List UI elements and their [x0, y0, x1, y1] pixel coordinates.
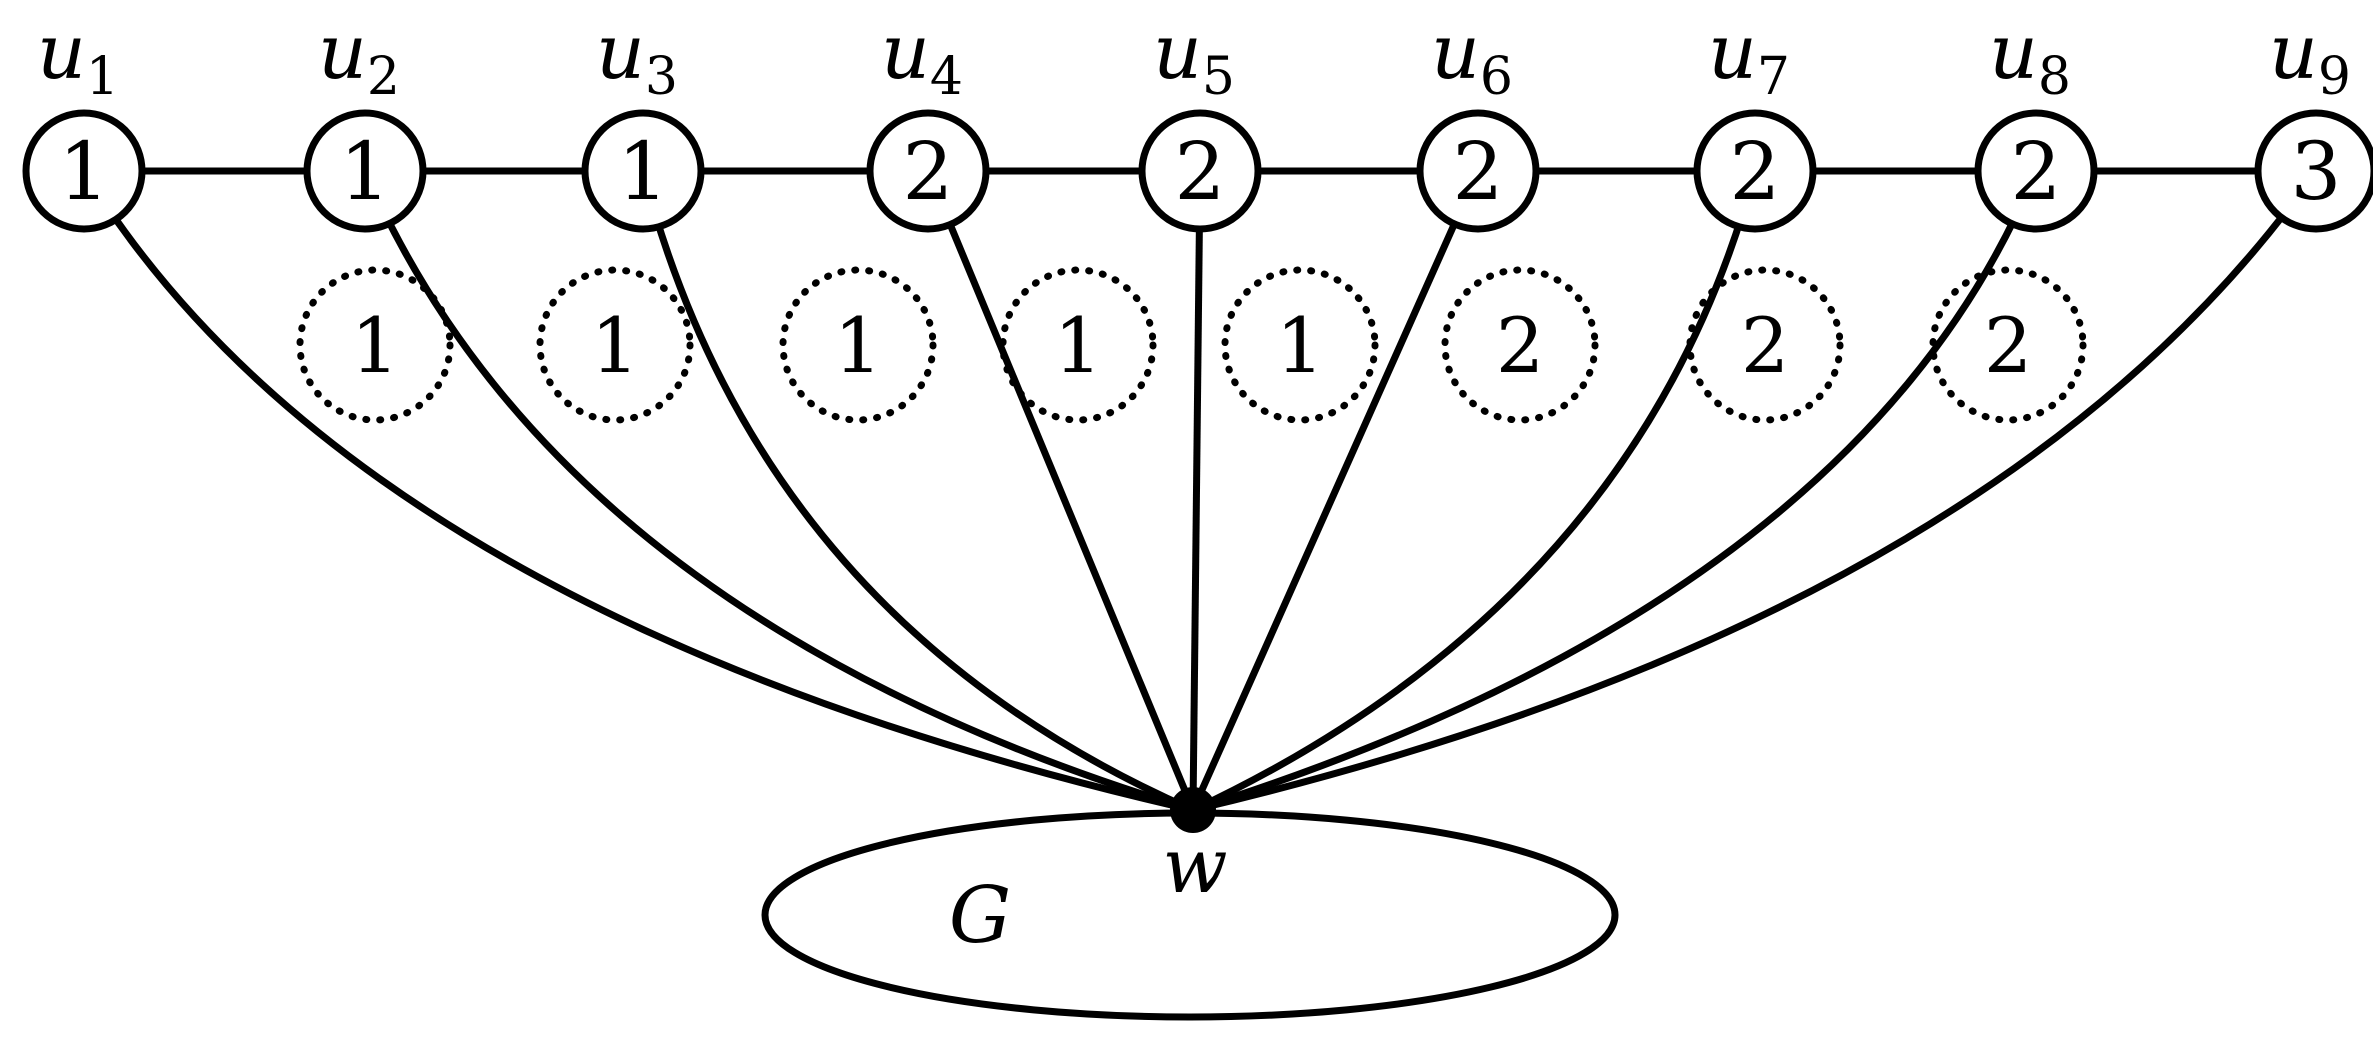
vertex-label: u1	[37, 7, 119, 107]
vertex-u7	[1693, 109, 1817, 233]
face-value: 1	[591, 301, 639, 390]
face-marker	[1686, 266, 1844, 424]
vertex-u3	[581, 109, 705, 233]
face-marker	[779, 266, 937, 424]
vertex-value: 2	[1175, 125, 1226, 218]
face-marker	[536, 266, 694, 424]
edge-u5-w	[1189, 170, 1204, 811]
face-value: 2	[1984, 301, 2032, 390]
face-marker	[1441, 266, 1599, 424]
hub-vertex	[1170, 787, 1216, 833]
edge-u8-w	[1191, 169, 2040, 814]
graph-label: G	[949, 871, 1011, 961]
face-value: 1	[351, 301, 399, 390]
vertex-label: u7	[1708, 7, 1790, 107]
vertex-label: u2	[318, 7, 400, 107]
face-value: 1	[1054, 301, 1102, 390]
edge-u1-w	[81, 169, 1194, 814]
vertex-value: 1	[59, 125, 110, 218]
face-marker	[999, 266, 1157, 424]
vertex-value: 2	[1453, 125, 1504, 218]
vertex-label: u3	[596, 7, 678, 107]
vertex-value: 3	[2291, 125, 2342, 218]
face-value: 2	[1496, 301, 1544, 390]
face-value: 1	[1276, 301, 1324, 390]
edge-u9-w	[1192, 168, 2319, 814]
edge-u7-w	[1191, 170, 1759, 814]
edge-u2-w	[361, 169, 1195, 814]
edges-to-hub	[81, 168, 2319, 814]
vertex-value: 2	[903, 125, 954, 218]
face-marker	[1221, 266, 1379, 424]
edge-u6-w	[1189, 169, 1482, 812]
vertex-u9	[2254, 109, 2373, 233]
vertex-label: u9	[2269, 7, 2351, 107]
vertex-u6	[1416, 109, 1540, 233]
face-markers: 1 1 1 1 1 2 2 2	[296, 266, 2087, 424]
vertex-label: u5	[1153, 7, 1235, 107]
vertex-u2	[303, 109, 427, 233]
edge-u3-w	[639, 170, 1195, 814]
face-value: 2	[1741, 301, 1789, 390]
vertex-u8	[1974, 109, 2098, 233]
vertex-u4	[866, 109, 990, 233]
face-value: 1	[834, 301, 882, 390]
vertex-value: 2	[1730, 125, 1781, 218]
vertex-label: u6	[1431, 7, 1513, 107]
vertex-label: u8	[1989, 7, 2071, 107]
face-marker	[296, 266, 454, 424]
vertex-u5	[1138, 109, 1262, 233]
vertex-value: 1	[340, 125, 391, 218]
path-vertices: 1 u1 1 u2 1 u3 2 u4 2 u5 2 u6 2 u7 2 u8 3 u9	[22, 7, 2373, 233]
hub-label: w	[1162, 821, 1227, 910]
edge-u4-w	[924, 169, 1197, 812]
vertex-value: 1	[618, 125, 669, 218]
face-marker	[1929, 266, 2087, 424]
vertex-value: 2	[2011, 125, 2062, 218]
vertex-u1	[22, 109, 146, 233]
vertex-label: u4	[881, 7, 963, 107]
